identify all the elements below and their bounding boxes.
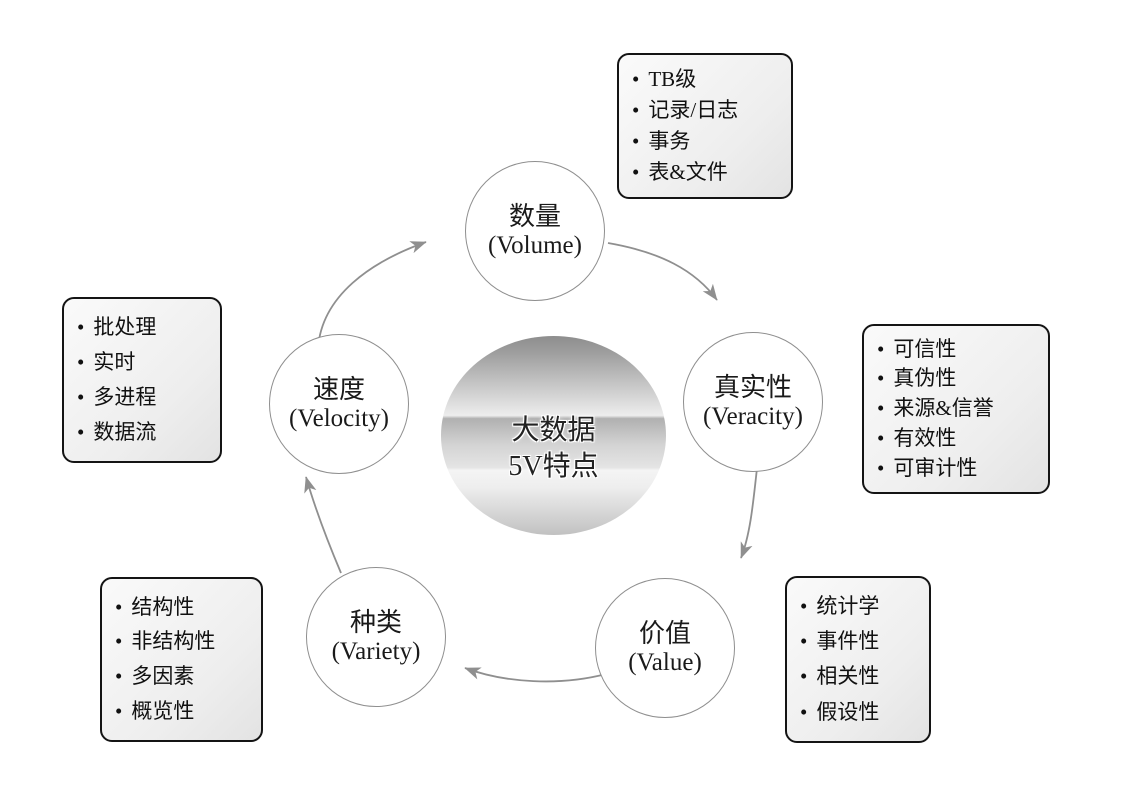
value-node: 价值 (Value) — [595, 578, 735, 718]
bullet-glyph: • — [115, 699, 123, 724]
variety-attributes-box: • 结构性 • 非结构性 • 多因素 • 概览性 — [100, 577, 263, 742]
attribute-item: • 数据流 — [77, 419, 212, 446]
attribute-text: TB级 — [648, 66, 697, 91]
attribute-item: • 多进程 — [77, 384, 212, 411]
attribute-text: 表&文件 — [648, 159, 728, 184]
bullet-glyph: • — [77, 349, 85, 374]
node-label-zh: 真实性 — [713, 372, 792, 402]
attribute-item: • 实时 — [77, 349, 212, 376]
attribute-item: • 统计学 — [800, 593, 921, 620]
arrow-volume-to-veracity — [607, 242, 718, 301]
attribute-item: • 事件性 — [800, 628, 921, 655]
node-label-zh: 种类 — [349, 607, 402, 637]
attribute-text: 有效性 — [893, 426, 957, 451]
attribute-item: • 非结构性 — [115, 628, 253, 655]
bullet-glyph: • — [632, 97, 640, 122]
attribute-item: • 批处理 — [77, 314, 212, 341]
arrow-velocity-to-volume — [317, 241, 427, 349]
velocity-attributes-box: • 批处理 • 实时 • 多进程 • 数据流 — [62, 297, 222, 463]
veracity-attributes-box: • 可信性 • 真伪性 • 来源&信誉 • 有效性 • 可审计性 — [862, 324, 1050, 494]
bullet-glyph: • — [877, 426, 885, 451]
bullet-glyph: • — [632, 159, 640, 184]
attribute-item: • 相关性 — [800, 663, 921, 690]
arrow-variety-to-velocity — [304, 476, 342, 574]
bullet-glyph: • — [800, 699, 808, 724]
node-label-en: (Variety) — [331, 637, 421, 665]
bullet-glyph: • — [77, 384, 85, 409]
attribute-text: 统计学 — [816, 593, 880, 618]
attribute-text: 事务 — [648, 128, 691, 153]
bullet-glyph: • — [115, 664, 123, 689]
variety-node: 种类 (Variety) — [306, 567, 446, 707]
arrow-value-to-variety — [464, 667, 607, 683]
bullet-glyph: • — [632, 66, 640, 91]
attribute-item: • 有效性 — [877, 425, 1040, 452]
bullet-glyph: • — [115, 629, 123, 654]
bullet-glyph: • — [77, 314, 85, 339]
attribute-item: • 假设性 — [800, 699, 921, 726]
attribute-item: • 来源&信誉 — [877, 395, 1040, 422]
attribute-text: 相关性 — [816, 664, 880, 689]
node-label-en: (Velocity) — [289, 404, 389, 432]
attribute-text: 结构性 — [131, 594, 195, 619]
attribute-item: • 结构性 — [115, 594, 253, 621]
attribute-text: 事件性 — [816, 629, 880, 654]
attribute-item: • 事务 — [632, 128, 783, 155]
attribute-text: 数据流 — [93, 419, 157, 444]
veracity-node: 真实性 (Veracity) — [683, 332, 823, 472]
bullet-glyph: • — [877, 396, 885, 421]
attribute-item: • 真伪性 — [877, 365, 1040, 392]
bullet-glyph: • — [115, 594, 123, 619]
node-label-en: (Value) — [628, 648, 702, 676]
attribute-text: 可审计性 — [893, 456, 978, 481]
bullet-glyph: • — [877, 456, 885, 481]
attribute-text: 来源&信誉 — [893, 396, 994, 421]
bullet-glyph: • — [800, 629, 808, 654]
bullet-glyph: • — [800, 664, 808, 689]
center-title-line1: 大数据 — [511, 414, 596, 446]
attribute-item: • 可审计性 — [877, 455, 1040, 482]
bullet-glyph: • — [632, 128, 640, 153]
attribute-text: 多因素 — [131, 664, 195, 689]
attribute-text: 多进程 — [93, 384, 157, 409]
attribute-text: 非结构性 — [131, 629, 216, 654]
attribute-text: 批处理 — [93, 314, 157, 339]
attribute-text: 实时 — [93, 349, 136, 374]
bullet-glyph: • — [77, 419, 85, 444]
bullet-glyph: • — [800, 593, 808, 618]
bullet-glyph: • — [877, 336, 885, 361]
attribute-item: • 概览性 — [115, 698, 253, 725]
node-label-zh: 速度 — [312, 374, 365, 404]
node-label-zh: 价值 — [638, 618, 691, 648]
node-label-zh: 数量 — [508, 201, 561, 231]
arrow-veracity-to-value — [740, 467, 758, 559]
attribute-item: • 可信性 — [877, 336, 1040, 363]
volume-node: 数量 (Volume) — [465, 161, 605, 301]
attribute-item: • 表&文件 — [632, 159, 783, 186]
node-label-en: (Volume) — [488, 231, 582, 259]
attribute-item: • TB级 — [632, 66, 783, 93]
attribute-text: 可信性 — [893, 336, 957, 361]
value-attributes-box: • 统计学 • 事件性 • 相关性 • 假设性 — [785, 576, 931, 743]
attribute-text: 记录/日志 — [648, 97, 739, 122]
velocity-node: 速度 (Velocity) — [269, 334, 409, 474]
attribute-text: 假设性 — [816, 699, 880, 724]
center-sphere: 大数据 5V特点 — [441, 336, 666, 535]
node-label-en: (Veracity) — [703, 402, 803, 430]
bullet-glyph: • — [877, 366, 885, 391]
center-title-line2: 5V特点 — [508, 450, 599, 482]
attribute-text: 真伪性 — [893, 366, 957, 391]
attribute-text: 概览性 — [131, 699, 195, 724]
attribute-item: • 多因素 — [115, 663, 253, 690]
attribute-item: • 记录/日志 — [632, 97, 783, 124]
volume-attributes-box: • TB级 • 记录/日志 • 事务 • 表&文件 — [617, 53, 793, 199]
